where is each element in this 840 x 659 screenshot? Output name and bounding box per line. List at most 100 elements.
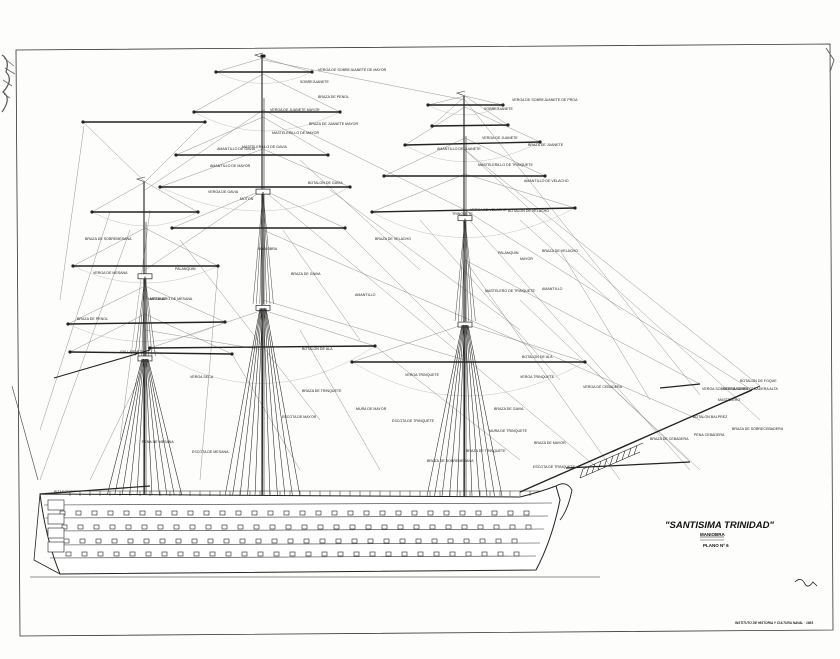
gunport (427, 510, 434, 516)
gunport (491, 510, 498, 516)
rigging-label: BRAZA DE SOBREMESANA (427, 459, 474, 463)
shroud (426, 324, 463, 497)
hull-strake (46, 528, 545, 532)
gunport (397, 524, 404, 530)
stay-line (39, 229, 131, 481)
topmast-shroud (252, 192, 264, 304)
topmast-shroud (262, 192, 271, 304)
gunport (319, 538, 326, 544)
gunport (285, 524, 292, 530)
gunport (257, 551, 264, 557)
gunport (221, 524, 228, 530)
bowsprit-rung (579, 468, 584, 479)
rigging-label: BRAZA DE GAVIA (291, 272, 321, 276)
stay-line (59, 125, 85, 301)
shroud (121, 358, 144, 497)
gunport (365, 524, 372, 530)
shroud (239, 308, 262, 497)
gunport (379, 510, 386, 516)
gunport (413, 524, 420, 530)
gunport (399, 538, 406, 544)
yard-block (216, 264, 220, 268)
gunport (331, 510, 338, 516)
corner-scribble (1, 54, 10, 113)
gunport (349, 524, 356, 530)
shroud (146, 358, 168, 497)
gunport (369, 551, 376, 557)
rigging-label: VERGA DE SOBREJUANETE DE PROA (512, 98, 578, 102)
stay-line (374, 345, 521, 461)
rigging-label: VERGA DE JUANETE (482, 136, 518, 140)
stay-line (299, 159, 421, 271)
gunport (193, 551, 200, 557)
yard-block (506, 123, 510, 127)
gunport (75, 510, 82, 516)
yard-block (66, 322, 70, 326)
stay-line (262, 109, 466, 211)
rigging-label: BRAZA DE TRINQUETE (466, 449, 506, 453)
sail-outline (193, 111, 341, 132)
gunport (431, 538, 438, 544)
gunport (225, 551, 232, 557)
rigging-label: ESCOTA DE MAYOR (282, 415, 317, 419)
shroud (467, 324, 503, 497)
gunport (383, 538, 390, 544)
lift-line (144, 285, 226, 323)
shroud (147, 358, 183, 497)
rigging-label: BOTALON DE GAVIA (308, 181, 343, 185)
lift-line (262, 189, 346, 229)
signature-mark (794, 579, 818, 587)
yard-block (370, 210, 374, 214)
yard-block (192, 110, 196, 114)
yard-block (71, 264, 75, 268)
shroud (224, 308, 261, 497)
yard-block (196, 210, 200, 214)
gunport (525, 524, 532, 530)
shroud (262, 308, 264, 497)
yard-mesana-2 (67, 321, 226, 325)
rigging-label: ESCOTA DE MESANA (192, 450, 229, 454)
topmast-shroud (144, 276, 149, 356)
yard-block (501, 103, 505, 107)
gunport (321, 551, 328, 557)
gunport (475, 510, 482, 516)
sail-outline (159, 186, 351, 212)
gunport (141, 524, 148, 530)
gunport (255, 538, 262, 544)
rigging-label: MASTELERILLO DE MAYOR (272, 131, 319, 135)
ensign-staff-line (11, 385, 39, 481)
gunport (171, 510, 178, 516)
stern-gallery (47, 513, 65, 525)
stern-gallery (47, 541, 65, 553)
rigging-label: MASTELERO DE TRINQUETE (485, 289, 535, 293)
footer-credit: INSTITUTO DE HISTORIA Y CULTURA NAVAL · … (735, 621, 813, 625)
gunport (459, 510, 466, 516)
yard-block (230, 352, 234, 356)
rigging-label: BRAZA DE VELACHO (375, 237, 411, 241)
lift-line (72, 227, 146, 267)
yard-block (348, 185, 352, 189)
rudder (33, 493, 61, 575)
topmast-shroud (141, 276, 146, 356)
gunport (301, 524, 308, 530)
stay-line (299, 329, 381, 471)
gunport (109, 524, 116, 530)
lift-line (144, 181, 199, 213)
gunport (205, 524, 212, 530)
lift-line (464, 95, 504, 106)
rigging-label: MURA DE TRINQUETE (489, 429, 528, 433)
gunport (127, 538, 134, 544)
yard-block (373, 344, 377, 348)
gunport (347, 510, 354, 516)
gunport (495, 538, 502, 544)
gunport (95, 538, 102, 544)
stern-gallery (47, 527, 65, 539)
gunport (63, 538, 70, 544)
sail-outline (67, 321, 226, 342)
gunport (445, 524, 452, 530)
shroud (441, 325, 464, 497)
gunport (237, 524, 244, 530)
gunport (77, 524, 84, 530)
rigging-label: VERGA SOBRECEBADERA ALTA (723, 387, 778, 391)
rigging-label: AMANTILLO (355, 293, 376, 297)
